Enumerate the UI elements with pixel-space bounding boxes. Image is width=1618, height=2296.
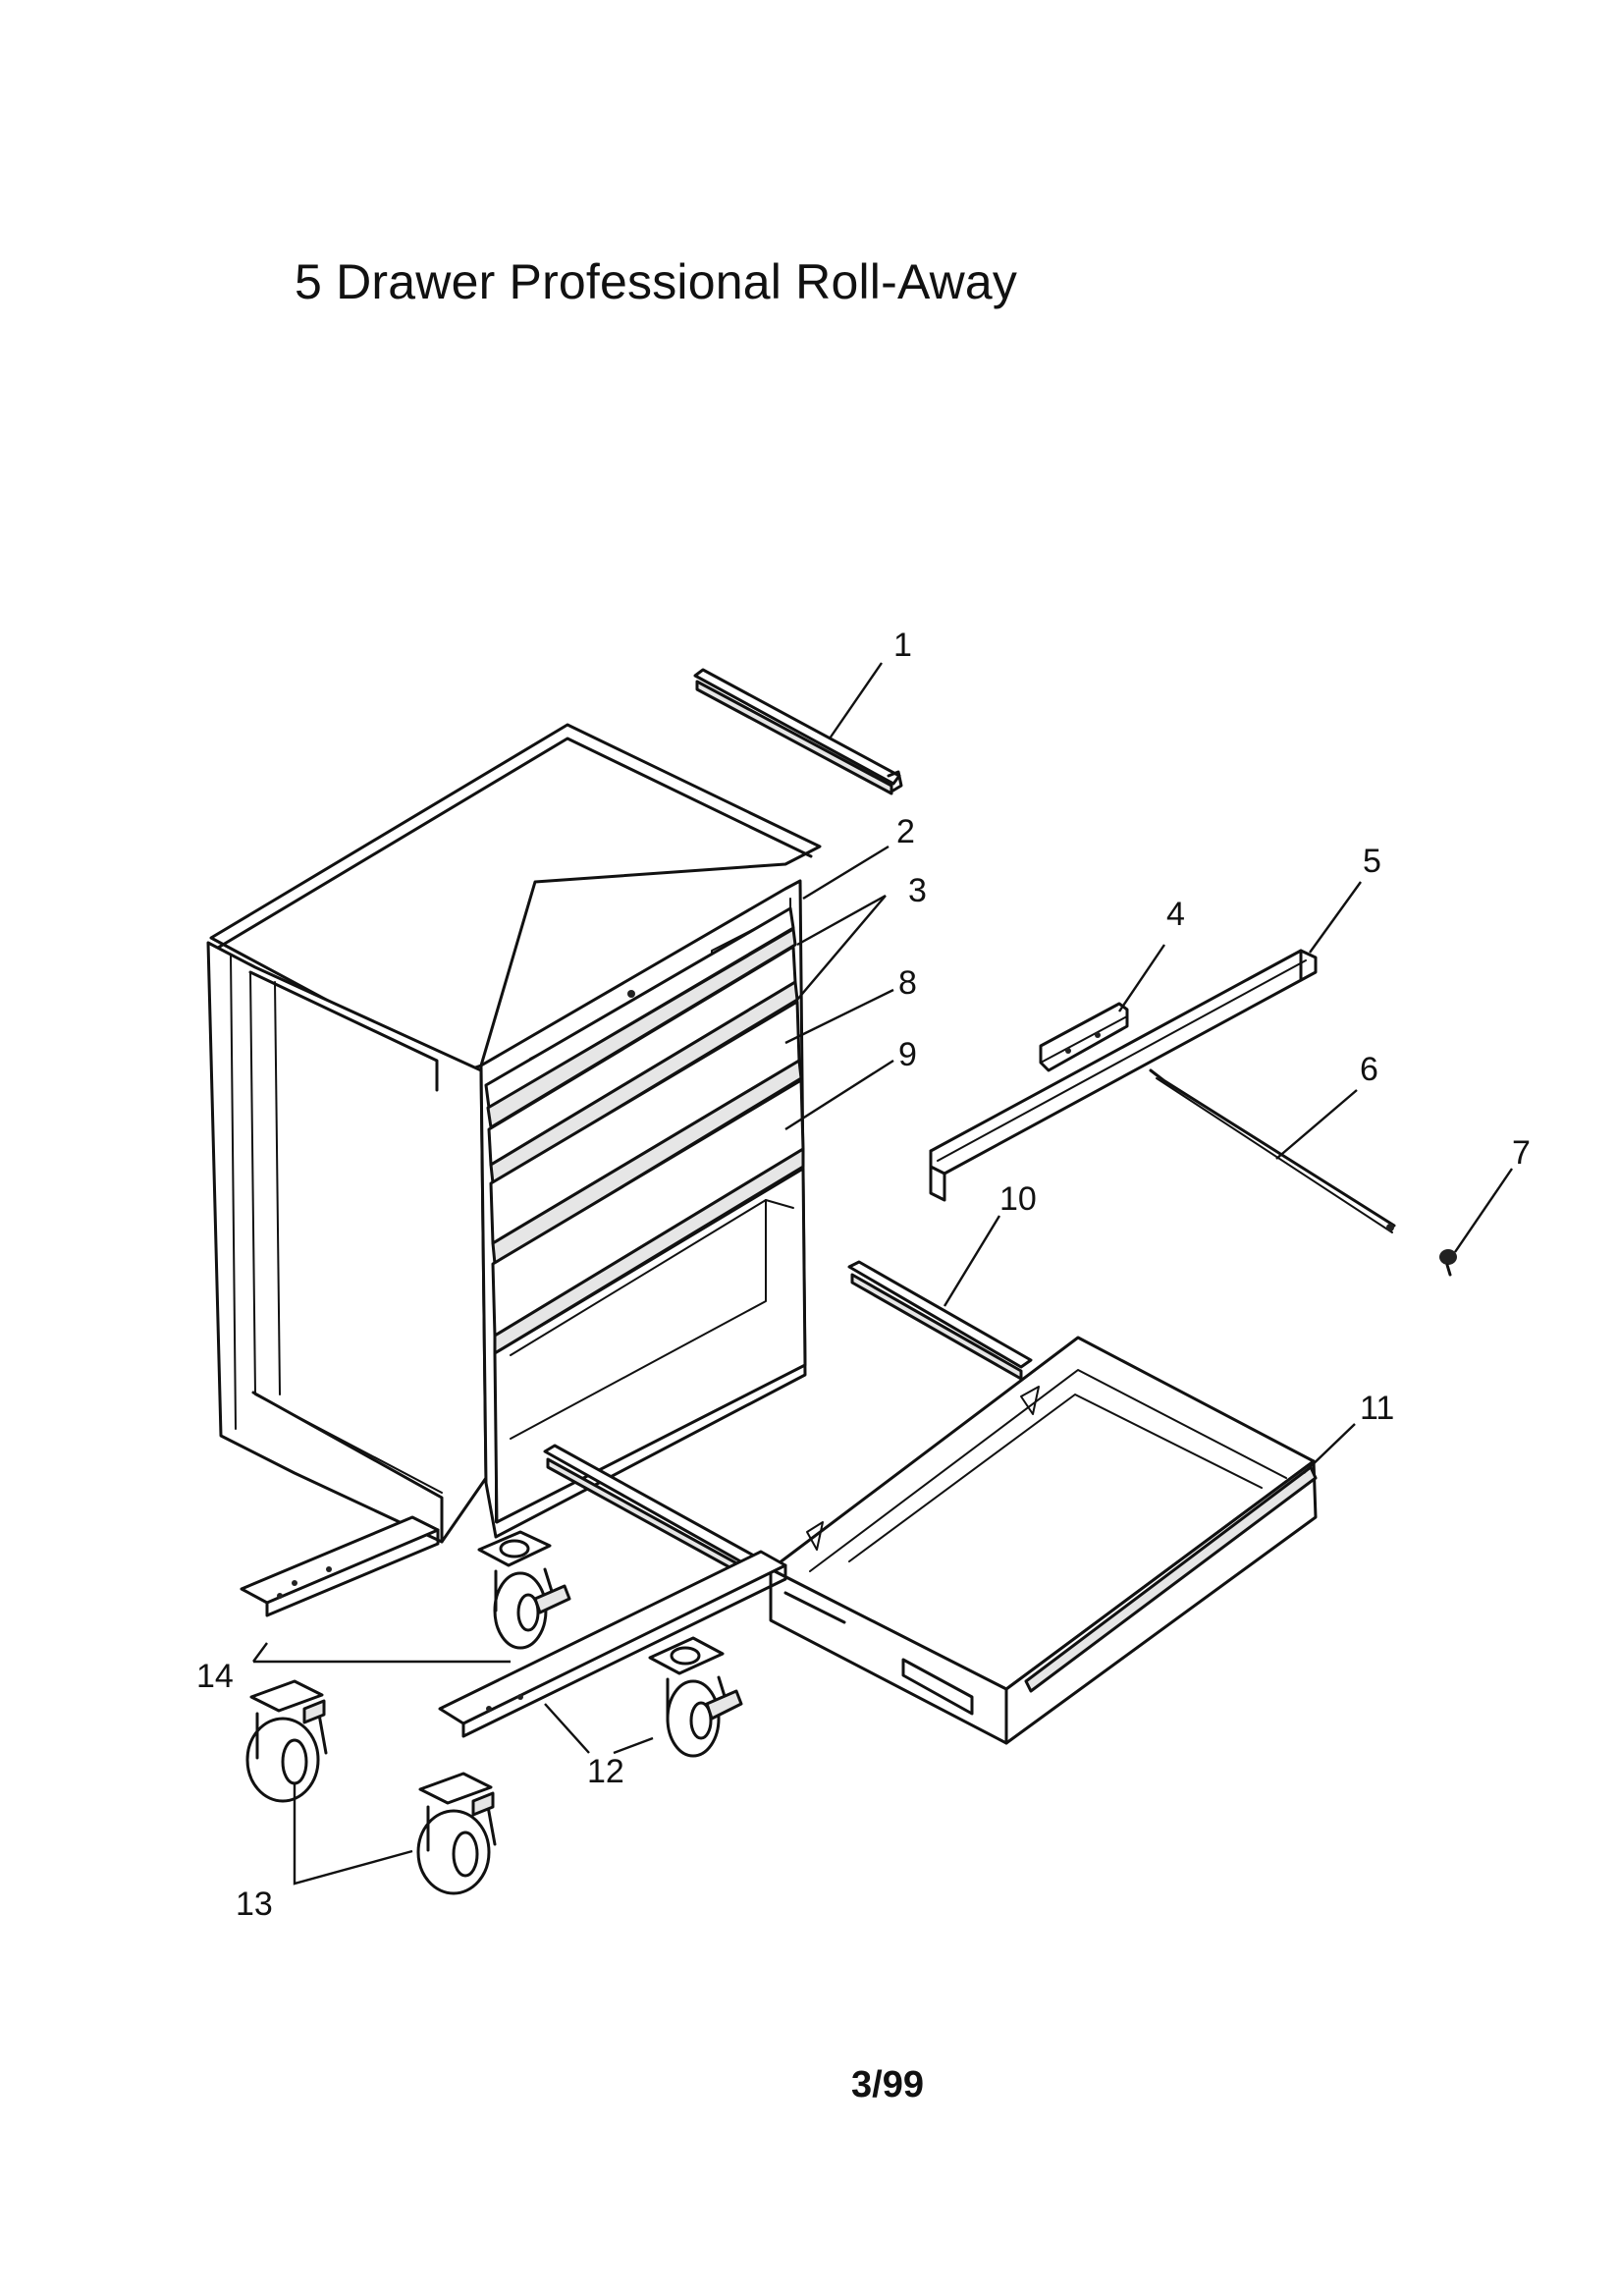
callout-14: 14: [196, 1658, 234, 1695]
page-title: 5 Drawer Professional Roll-Away: [295, 254, 1018, 309]
part-5-slide-rail: [929, 949, 1318, 1202]
callout-5: 5: [1363, 843, 1381, 880]
callout-7: 7: [1512, 1134, 1531, 1172]
callout-6: 6: [1360, 1051, 1378, 1088]
part-14-caster-plates: [240, 1515, 787, 1738]
part-1-top-rail: [693, 668, 903, 795]
callout-10: 10: [999, 1180, 1037, 1218]
drawer-fronts: [484, 906, 807, 1524]
callout-3: 3: [908, 872, 927, 909]
part-10-drawer-slides: [543, 1260, 1033, 1581]
callout-9: 9: [898, 1036, 917, 1073]
part-7-knob: [1439, 1249, 1457, 1277]
part-12-swivel-casters: [477, 1530, 743, 1758]
callout-1: 1: [893, 627, 912, 664]
part-6-rod: [1149, 1068, 1396, 1233]
callout-11: 11: [1360, 1390, 1394, 1427]
part-13-rigid-casters: [245, 1679, 497, 1895]
callout-8: 8: [898, 964, 917, 1002]
date-code: 3/99: [851, 2064, 924, 2105]
callout-12: 12: [587, 1753, 624, 1790]
part-11-drawer: [769, 1336, 1318, 1745]
cabinet-body: [206, 723, 822, 1544]
callout-4: 4: [1166, 896, 1185, 933]
part-4-bracket: [1039, 1002, 1129, 1072]
callout-2: 2: [896, 813, 915, 850]
callout-13: 13: [236, 1886, 273, 1923]
callout-labels: 1 2 3 4 5 6 7 8 9 10 11 12 13 14: [196, 627, 1531, 1923]
leader-lines: [252, 662, 1513, 1886]
